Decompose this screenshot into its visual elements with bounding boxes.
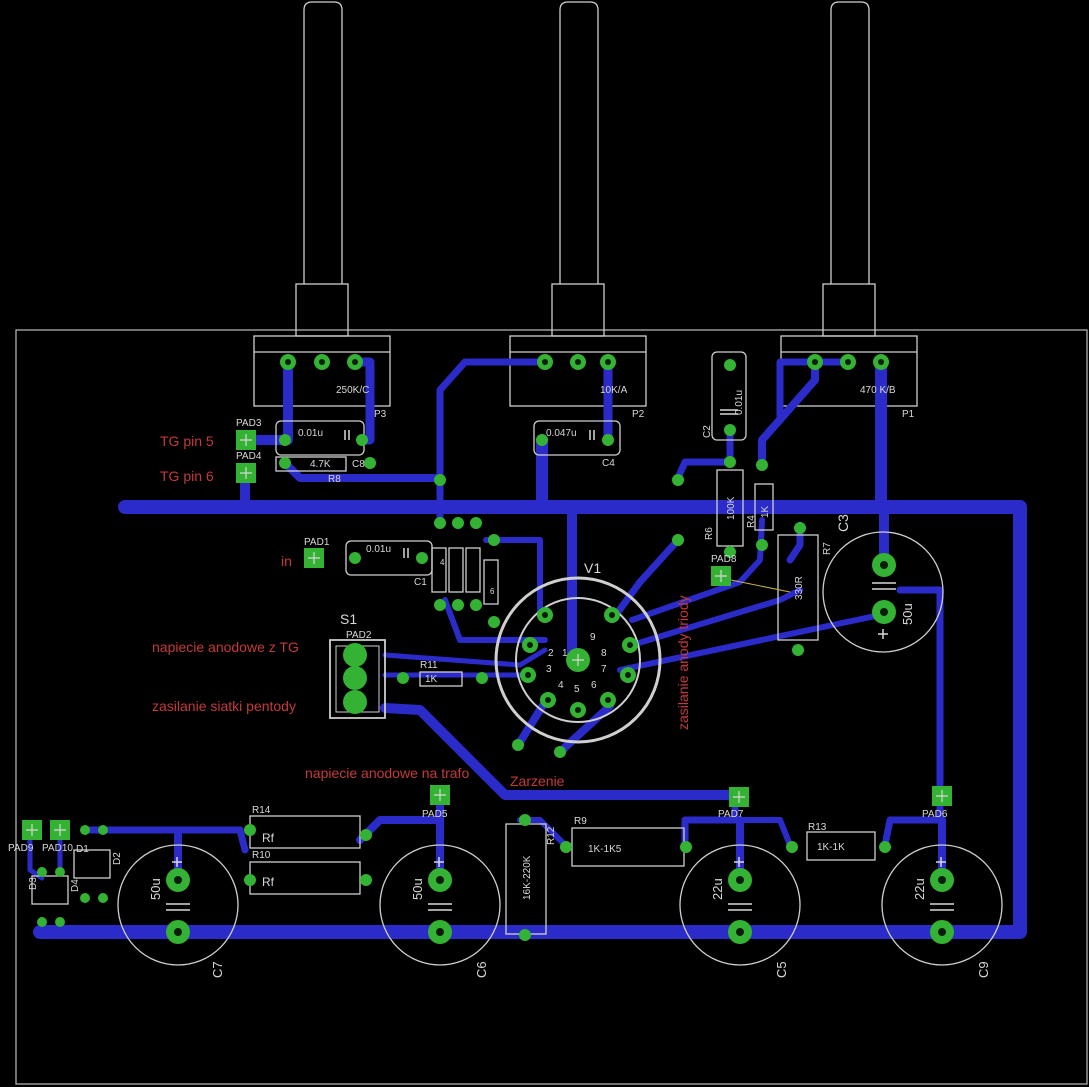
c6-name: C6 xyxy=(474,961,489,978)
r6-value: 100K xyxy=(726,496,737,520)
r14-name: R14 xyxy=(252,805,271,816)
r11-value: 1K xyxy=(425,674,438,685)
r8-value: 4.7K xyxy=(310,459,331,470)
label-anode-tg: napiecie anodowe z TG xyxy=(152,639,299,655)
r8-name: R8 xyxy=(328,474,341,485)
pads xyxy=(22,354,954,944)
label-tg-pin5: TG pin 5 xyxy=(160,433,214,449)
d4-name: D4 xyxy=(70,879,81,892)
c4-name: C4 xyxy=(602,458,615,469)
label-zarzenie: Zarzenie xyxy=(510,773,565,789)
p3-value: 250K/C xyxy=(336,385,369,396)
r9-value: 1K-1K5 xyxy=(588,844,622,855)
c1-value: 0.01u xyxy=(366,544,391,555)
pad3-label: PAD3 xyxy=(236,418,262,429)
c3-value: 50u xyxy=(900,603,915,625)
component-outlines xyxy=(31,351,1003,966)
r10-value: Rf xyxy=(262,875,275,889)
c5-value: 22u xyxy=(710,878,725,900)
c7-value: 50u xyxy=(148,878,163,900)
ratsnest-line xyxy=(730,579,791,593)
pad5-label: PAD5 xyxy=(422,809,448,820)
r6-name: R6 xyxy=(704,527,715,540)
p2-name: P2 xyxy=(632,409,645,420)
tube-pin-7: 7 xyxy=(601,664,607,675)
c4-value: 0.047u xyxy=(546,428,577,439)
polarity-marks xyxy=(166,409,954,911)
r7-name: R7 xyxy=(822,542,833,555)
d1-name: D1 xyxy=(76,844,89,855)
label-in: in xyxy=(281,553,292,569)
d3-name: D3 xyxy=(28,877,39,890)
svg-text:4: 4 xyxy=(440,558,445,567)
pad6-label: PAD6 xyxy=(922,809,948,820)
tube-pin-3: 3 xyxy=(546,664,552,675)
pot-shafts xyxy=(253,1,918,407)
p1-value: 470 K/B xyxy=(860,385,896,396)
r13-value: 1K-1K xyxy=(817,842,845,853)
d2-name: D2 xyxy=(112,852,123,865)
pad1-label: PAD1 xyxy=(304,537,330,548)
tube-pin-4: 4 xyxy=(558,680,564,691)
c9-name: C9 xyxy=(976,961,991,978)
c1-name: C1 xyxy=(414,577,427,588)
pad8-label: PAD8 xyxy=(711,554,737,565)
r12-name: R12 xyxy=(546,826,557,845)
c5-name: C5 xyxy=(774,961,789,978)
c6-value: 50u xyxy=(410,878,425,900)
tube-pin-2: 2 xyxy=(548,648,554,659)
r14-value: Rf xyxy=(262,831,275,845)
traces xyxy=(27,356,1027,939)
c8-name: C8 xyxy=(352,459,365,470)
r9-name: R9 xyxy=(574,816,587,827)
label-triode-anode: zasilanie anody triody xyxy=(675,595,691,730)
c3-name: C3 xyxy=(835,514,851,532)
r4-name: R4 xyxy=(746,515,757,528)
p3-name: P3 xyxy=(374,409,387,420)
p1-name: P1 xyxy=(902,409,915,420)
label-anode-trafo: napiecie anodowe na trafo xyxy=(305,765,469,781)
r4-value: 1K xyxy=(760,505,771,518)
label-grid-pentode: zasilanie siatki pentody xyxy=(152,698,296,714)
tube-pin-6: 6 xyxy=(591,680,597,691)
p2-value: 10K/A xyxy=(600,385,628,396)
r10-name: R10 xyxy=(252,850,271,861)
pad10-label: PAD10 xyxy=(42,843,73,854)
pad9-label: PAD9 xyxy=(8,843,34,854)
tube-name: V1 xyxy=(584,560,601,576)
pad2-label: PAD2 xyxy=(346,630,372,641)
r13-name: R13 xyxy=(808,822,827,833)
c2-name: C2 xyxy=(702,425,713,438)
c7-name: C7 xyxy=(210,961,225,978)
r7-value: 330R xyxy=(794,576,805,600)
label-tg-pin6: TG pin 6 xyxy=(160,468,214,484)
annotations: TG pin 5 TG pin 6 in napiecie anodowe z … xyxy=(152,433,691,789)
pad4-label: PAD4 xyxy=(236,451,262,462)
pad7-label: PAD7 xyxy=(718,809,744,820)
switch-name: S1 xyxy=(340,611,357,627)
r11-name: R11 xyxy=(420,660,438,671)
r12-value: 16K-220K xyxy=(522,855,533,900)
c8-value: 0.01u xyxy=(298,428,323,439)
c9-value: 22u xyxy=(912,878,927,900)
tube-pin-1: 1 xyxy=(562,648,568,659)
svg-text:6: 6 xyxy=(490,587,495,596)
tube-pin-9: 9 xyxy=(590,632,596,643)
tube-pin-5: 5 xyxy=(574,684,580,695)
tube-pin-8: 8 xyxy=(601,648,607,659)
silk-labels: 250K/C P3 10K/A P2 470 K/B P1 0.01u 0.04… xyxy=(8,385,991,978)
c2-value: 0.01u xyxy=(734,390,745,415)
